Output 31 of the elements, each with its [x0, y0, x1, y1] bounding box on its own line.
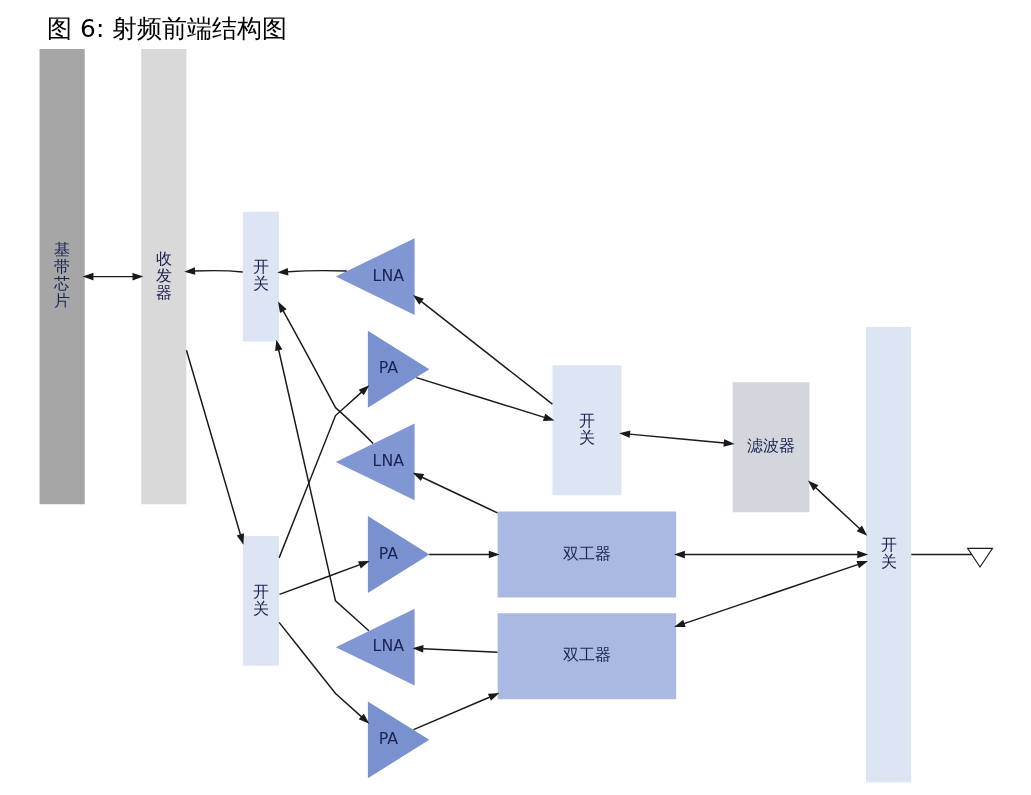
arrow — [412, 644, 498, 653]
node-box: 开关 — [242, 211, 279, 342]
arrow — [427, 550, 500, 559]
node-antenna — [966, 547, 994, 568]
arrow — [82, 272, 143, 281]
arrow — [673, 550, 868, 559]
arrow — [274, 339, 370, 632]
diagram-title: 图 6: 射频前端结构图 — [46, 14, 287, 44]
arrow — [185, 349, 244, 545]
arrow — [183, 267, 244, 275]
arrow — [618, 430, 735, 447]
node-box: 开关 — [551, 365, 621, 496]
arrow — [412, 295, 553, 405]
node-box: 收发器 — [140, 48, 186, 505]
node-box: 开关 — [865, 326, 911, 783]
node-box: 双工器 — [497, 613, 676, 700]
node-box: 滤波器 — [732, 382, 809, 513]
node-box: 双工器 — [497, 511, 676, 598]
arrow — [277, 385, 369, 559]
arrow — [278, 561, 370, 596]
arrow — [277, 301, 374, 445]
arrow — [673, 561, 868, 628]
arrow — [807, 480, 867, 536]
arrow — [276, 267, 347, 276]
arrow — [412, 472, 498, 514]
arrow — [412, 693, 499, 731]
arrow — [415, 376, 554, 421]
connector — [910, 553, 972, 556]
node-box: 开关 — [242, 535, 279, 666]
arrow — [277, 621, 369, 724]
node-box: 基带芯片 — [39, 48, 85, 505]
